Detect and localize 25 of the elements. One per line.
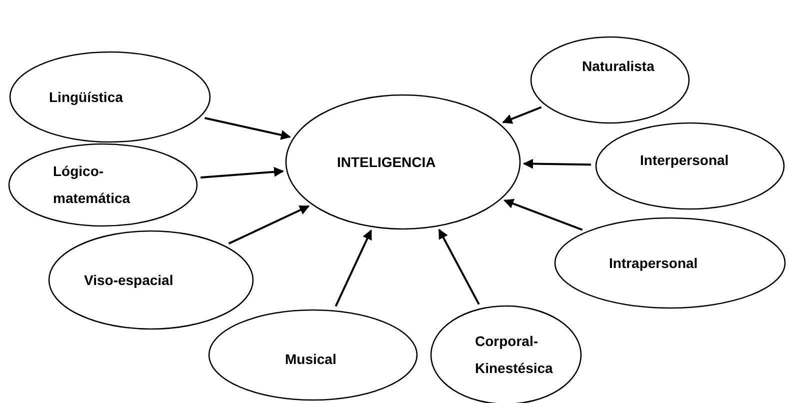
arrow (502, 106, 542, 124)
node-label: Viso-espacial (84, 270, 174, 290)
arrow (228, 205, 310, 244)
ellipse-node (554, 217, 786, 309)
ellipse-node (8, 143, 198, 227)
node-label: Lógico-matemática (53, 162, 132, 208)
arrow (200, 166, 284, 179)
ellipse-node (530, 36, 690, 124)
ellipse-node (595, 122, 785, 210)
ellipse-node (9, 51, 211, 143)
node-label: Lingüística (49, 88, 124, 107)
node-label: Intrapersonal (609, 254, 699, 273)
arrow (334, 229, 372, 307)
arrow (204, 117, 291, 140)
node-label: Naturalista (582, 56, 656, 76)
arrow (522, 158, 592, 169)
ellipse-node (285, 94, 521, 230)
node-label: INTELIGENCIA (337, 152, 437, 172)
ellipse-node (208, 309, 418, 401)
arrow (438, 228, 480, 305)
node-label: Interpersonal (640, 150, 730, 170)
node-label: Corporal-Kinestésica (475, 332, 554, 378)
node-label: Musical (285, 350, 338, 369)
arrow (504, 198, 583, 231)
ellipse-node (48, 230, 254, 330)
